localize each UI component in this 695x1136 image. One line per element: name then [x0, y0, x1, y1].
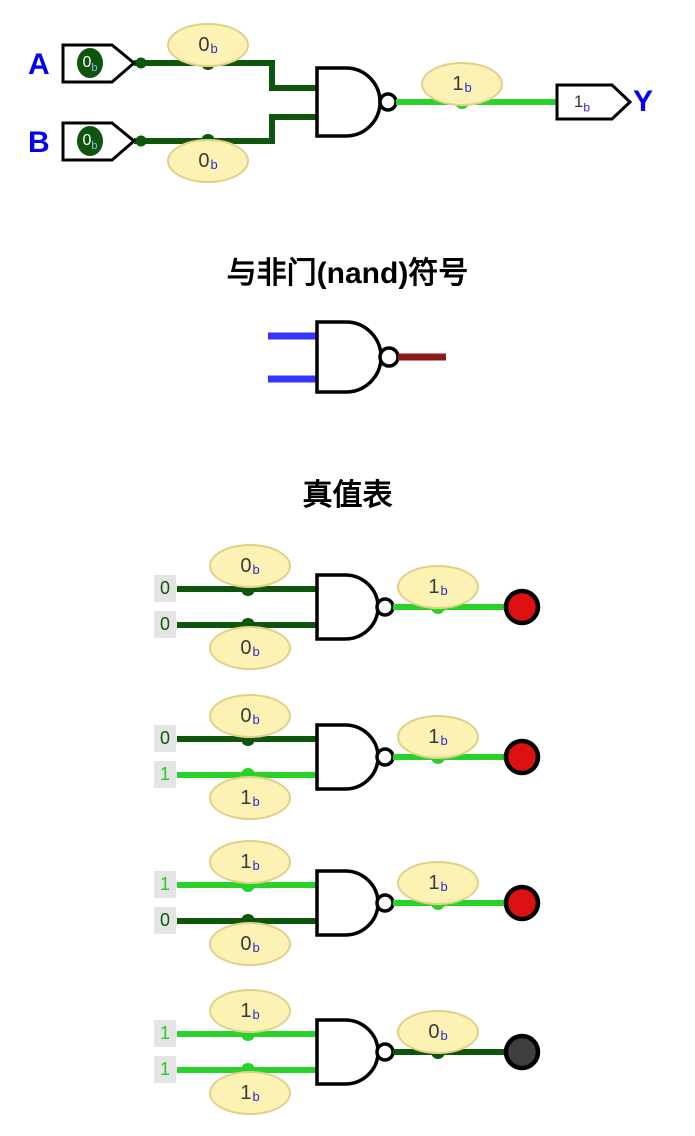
tooltip-wire-a-value: 0: [198, 33, 210, 56]
output-pin-y-digit: 1: [573, 92, 584, 111]
tooltip-output-value: 1: [452, 72, 464, 95]
input-pin-a-value[interactable]: 0b: [75, 53, 105, 78]
row4-tooltip-in2-radix: b: [252, 1088, 260, 1104]
row4-nand-gate-body: [315, 1018, 380, 1086]
row3-inversion-bubble: [375, 893, 395, 913]
tooltip-wire-b-value: 0: [198, 149, 210, 172]
output-y-label: Y: [633, 85, 654, 118]
row2-nand-gate-body: [315, 723, 380, 791]
row3-tooltip-in1-value: 1: [240, 850, 252, 873]
output-pin-y-value: 1b: [558, 91, 606, 118]
row1-tooltip-out-value: 1: [428, 575, 440, 598]
row2-tooltip-in2-radix: b: [252, 793, 260, 809]
input-pin-b-value[interactable]: 0b: [75, 131, 105, 156]
row1-tooltip-in1-radix: b: [252, 561, 260, 577]
truth-table-title: 真值表: [302, 479, 393, 512]
wire-a: [134, 60, 318, 91]
row4-tooltip-in2-value: 1: [240, 1081, 252, 1104]
row2-tooltip-in2-value: 1: [240, 786, 252, 809]
symbol-nand-gate-body: [315, 320, 383, 394]
input-pin-b-radix: b: [91, 140, 98, 153]
tooltip-wire-b-radix: b: [210, 156, 218, 172]
row4-input-1[interactable]: 1: [154, 1020, 176, 1047]
row3-input-1[interactable]: 1: [154, 871, 176, 898]
row4-tooltip-out-radix: b: [440, 1027, 448, 1043]
row4-tooltip-in1-radix: b: [252, 1006, 260, 1022]
tooltip-wire-a-radix: b: [210, 40, 218, 56]
row1-tooltip-in2-radix: b: [252, 643, 260, 659]
row2-input-2[interactable]: 1: [154, 761, 176, 788]
row2-tooltip-out-radix: b: [440, 732, 448, 748]
row4-inversion-bubble: [375, 1042, 395, 1062]
row3-tooltip-out-radix: b: [440, 878, 448, 894]
row3-led: [503, 884, 541, 922]
row4-tooltip-in1-value: 1: [240, 999, 252, 1022]
input-pin-b-value-oval[interactable]: [77, 126, 103, 156]
row2-tooltip-in1-radix: b: [252, 711, 260, 727]
row1-nand-gate-body: [315, 573, 380, 641]
row3-tooltip-in1-radix: b: [252, 857, 260, 873]
row1-tooltip-in1-value: 0: [240, 554, 252, 577]
input-pin-a-value-oval[interactable]: [77, 48, 103, 78]
output-pin-y-radix: b: [583, 100, 591, 115]
wire-a-junction-dot: [135, 57, 147, 69]
row3-tooltip-out-value: 1: [428, 871, 440, 894]
output-pin-y: [555, 83, 633, 121]
row2-led: [503, 738, 541, 776]
tooltip-output-radix: b: [464, 79, 472, 95]
row1-tooltip-out-radix: b: [440, 582, 448, 598]
symbol-nand-inversion-bubble: [378, 346, 400, 368]
row2-tooltip-in1-value: 0: [240, 704, 252, 727]
row3-tooltip-in2-radix: b: [252, 939, 260, 955]
nand-gate-body: [315, 66, 382, 138]
input-b-label: B: [28, 126, 50, 159]
input-pin-b-digit: 0: [82, 132, 92, 149]
input-pin-a-radix: b: [91, 62, 98, 75]
row3-tooltip-in2-value: 0: [240, 932, 252, 955]
row2-inversion-bubble: [375, 747, 395, 767]
row1-led: [503, 588, 541, 626]
row1-inversion-bubble: [375, 597, 395, 617]
row4-led: [503, 1033, 541, 1071]
row1-input-1[interactable]: 0: [154, 575, 176, 602]
symbol-section-title: 与非门(nand)符号: [226, 257, 469, 290]
row2-input-1[interactable]: 0: [154, 725, 176, 752]
row4-tooltip-out-value: 0: [428, 1020, 440, 1043]
wire-b: [134, 114, 318, 144]
row3-nand-gate-body: [315, 869, 380, 937]
row2-tooltip-out-value: 1: [428, 725, 440, 748]
input-a-label: A: [28, 48, 50, 81]
row4-input-2[interactable]: 1: [154, 1056, 176, 1083]
wire-b-junction-dot: [135, 135, 147, 147]
row1-tooltip-in2-value: 0: [240, 636, 252, 659]
row3-input-2[interactable]: 0: [154, 907, 176, 934]
input-pin-a-digit: 0: [82, 54, 92, 71]
row1-input-2[interactable]: 0: [154, 611, 176, 638]
nand-gate-inversion-bubble: [378, 92, 398, 112]
